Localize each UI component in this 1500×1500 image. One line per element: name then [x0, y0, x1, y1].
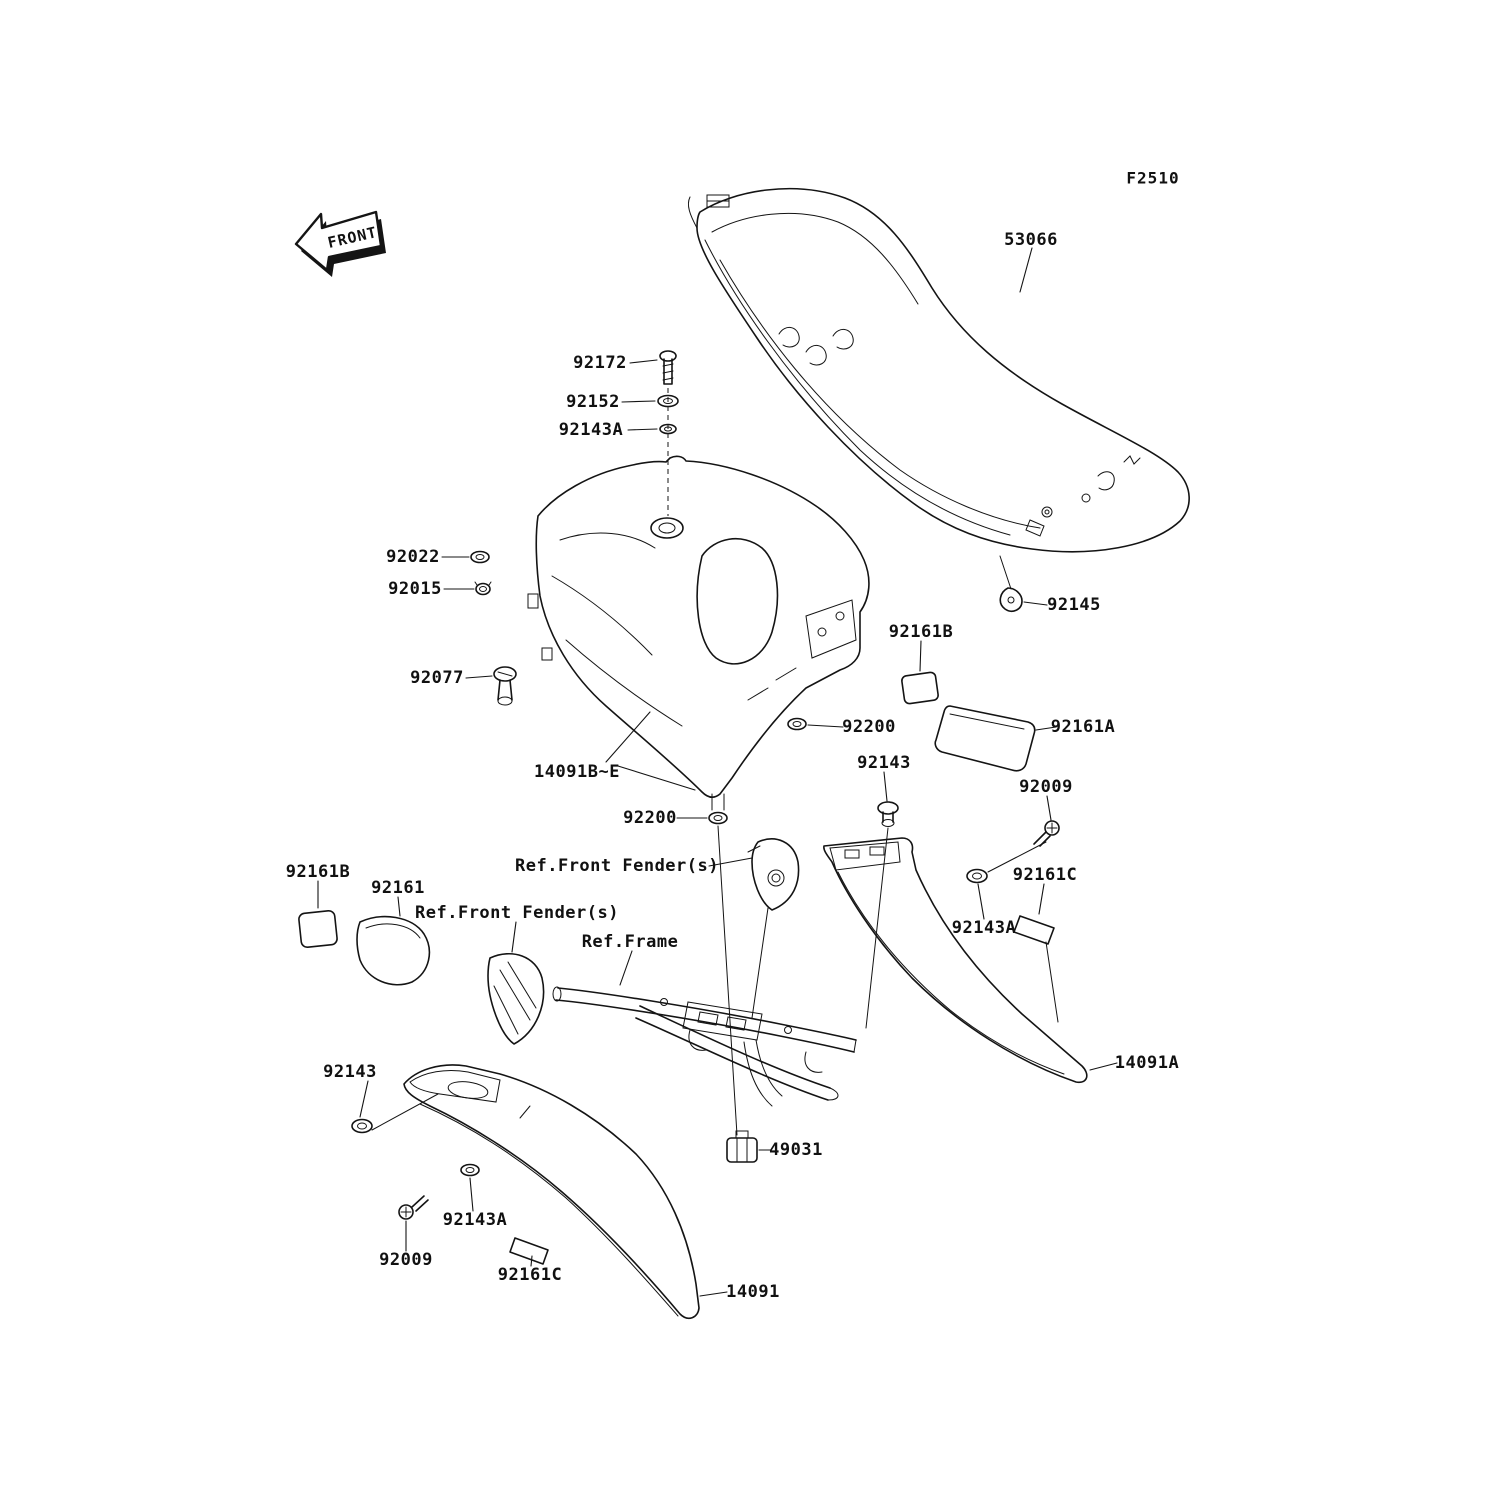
label-92200-upper: 92200	[842, 717, 896, 737]
label-92015: 92015	[388, 579, 442, 599]
grommet-92200-upper	[788, 719, 806, 730]
label-92200-lower: 92200	[623, 808, 677, 828]
pad-92161b-right	[901, 672, 939, 704]
cover-14091b-e	[528, 456, 869, 810]
label-92143a-bottom: 92143A	[442, 1210, 508, 1230]
label-ref-front-fender-upper: Ref.Front Fender(s)	[515, 856, 719, 876]
label-92161a: 92161A	[1050, 717, 1116, 737]
frame-ref	[553, 987, 856, 1106]
leader-lines	[318, 248, 1117, 1296]
label-92152: 92152	[566, 392, 620, 412]
label-92145: 92145	[1047, 595, 1101, 615]
front-fender-ref-lower	[488, 954, 544, 1044]
knob-92077	[494, 667, 516, 705]
label-92009-right: 92009	[1019, 777, 1073, 797]
grommet-92200-lower	[709, 813, 727, 824]
label-14091: 14091	[726, 1282, 780, 1302]
label-92161b-left: 92161B	[285, 862, 351, 882]
label-92161c-right: 92161C	[1012, 865, 1078, 885]
label-92009-bottom: 92009	[379, 1250, 433, 1270]
label-92172: 92172	[573, 353, 627, 373]
front-fender-ref-upper	[748, 839, 799, 910]
label-14091a: 14091A	[1114, 1053, 1180, 1073]
label-92143-left: 92143	[323, 1062, 377, 1082]
screw-92009-bottom	[399, 1196, 428, 1219]
hook-92145	[1000, 588, 1022, 611]
figure-code: F2510	[1126, 168, 1180, 188]
seat-53066	[688, 189, 1189, 589]
washer-92022	[471, 552, 489, 563]
washer-92143a-bottom	[461, 1165, 479, 1176]
strip-92161c-bottom	[510, 1238, 548, 1264]
label-92143-right: 92143	[857, 753, 911, 773]
strip-92161c-right	[1014, 916, 1054, 944]
pad-92161b-left	[298, 910, 337, 948]
clip-49031	[727, 1131, 757, 1162]
front-arrow-icon: FRONT	[296, 212, 386, 277]
side-cover-14091	[404, 1065, 699, 1318]
label-92161b-right: 92161B	[888, 622, 954, 642]
damper-92143-right	[878, 802, 898, 827]
label-49031: 49031	[769, 1140, 823, 1160]
washer-92143-left	[352, 1120, 372, 1133]
label-ref-front-fender-lower: Ref.Front Fender(s)	[415, 903, 619, 923]
label-92161c-bottom: 92161C	[497, 1265, 563, 1285]
label-92022: 92022	[386, 547, 440, 567]
screw-stack-92172	[658, 351, 678, 516]
label-ref-frame: Ref.Frame	[581, 932, 679, 952]
nut-92015	[475, 582, 491, 595]
label-92077: 92077	[410, 668, 464, 688]
label-53066: 53066	[1004, 230, 1058, 250]
side-cover-14091a	[824, 838, 1087, 1082]
pad-92161	[357, 917, 429, 985]
label-92143a-right: 92143A	[951, 918, 1017, 938]
label-92143a-top: 92143A	[558, 420, 624, 440]
pad-92161a	[935, 706, 1035, 771]
label-14091b-e: 14091B~E	[534, 762, 620, 782]
washer-92143a-right	[967, 870, 987, 883]
label-92161: 92161	[371, 878, 425, 898]
